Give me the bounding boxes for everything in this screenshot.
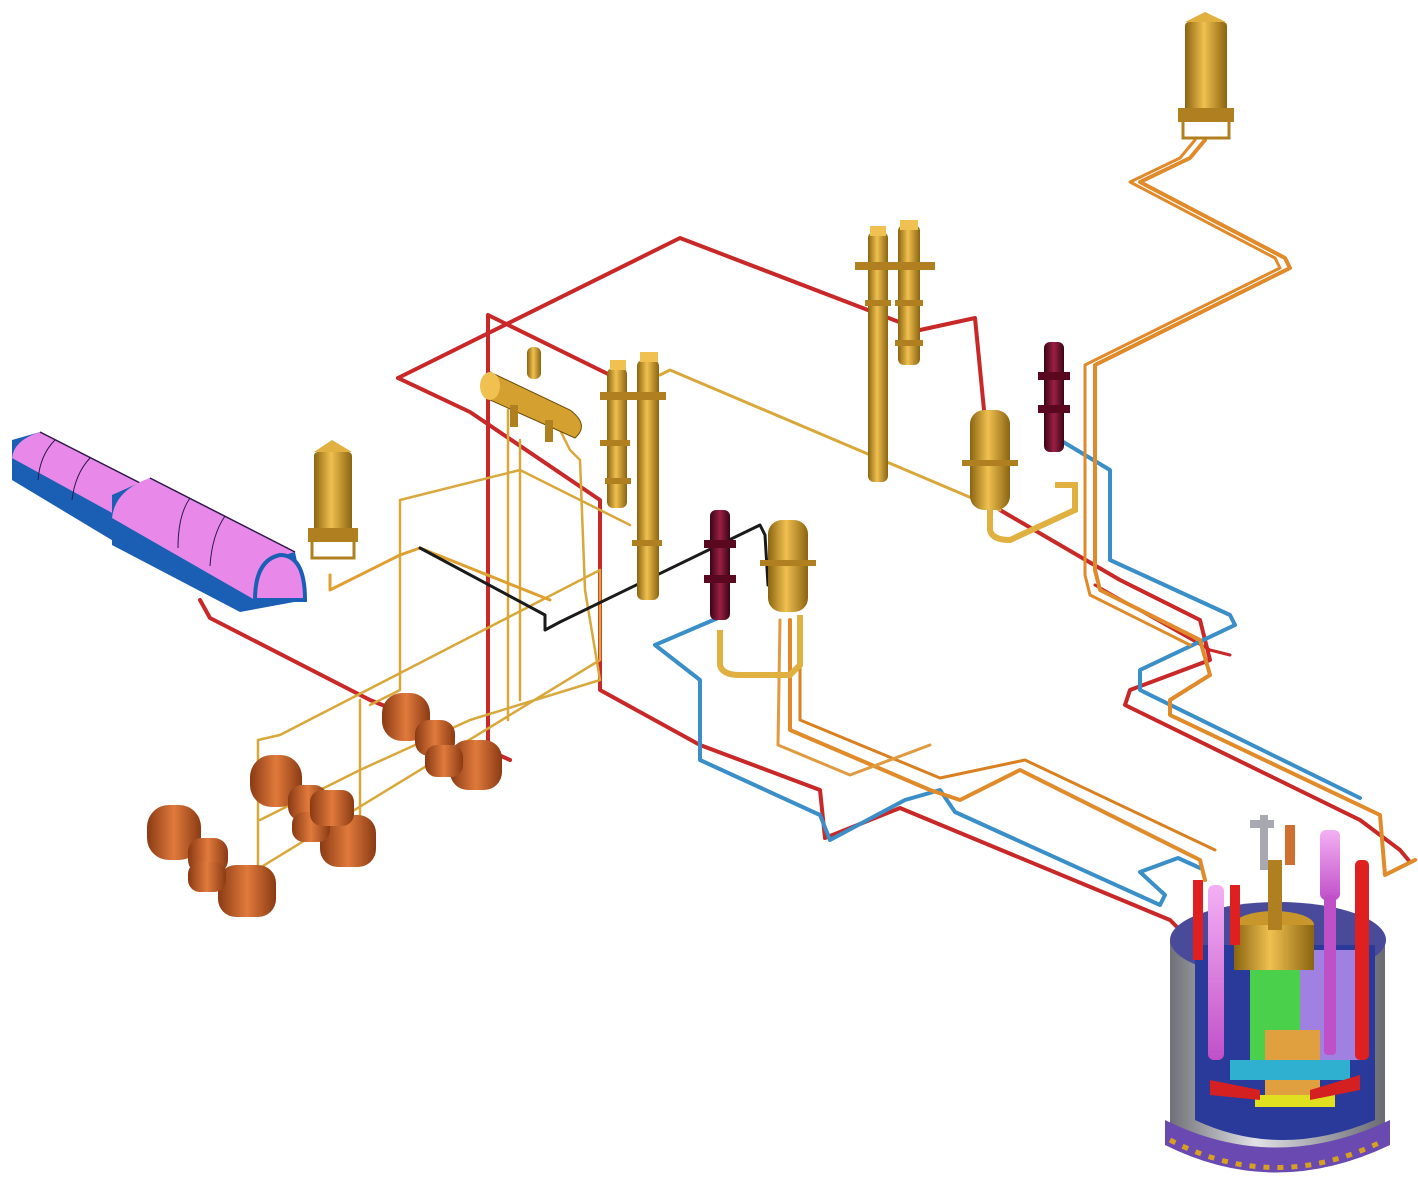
vertical-tank-icon[interactable] — [308, 440, 358, 560]
cold-leg-pipe-right — [1058, 438, 1362, 800]
piping-network — [198, 138, 1417, 937]
heater-icon[interactable] — [600, 352, 666, 600]
vertical-tank-icon[interactable] — [1178, 12, 1234, 140]
feedwater-pipe-lower-2 — [798, 618, 1217, 852]
hot-leg-pipe-left-drop — [396, 376, 1187, 937]
feedwater-pipe-lower — [788, 618, 1207, 882]
cold-leg-pipe-left — [653, 616, 1202, 907]
valve-stack-icon[interactable] — [704, 510, 736, 620]
steam-pipe-network-b — [258, 408, 602, 822]
drain-pipe-black — [418, 523, 770, 632]
steam-pipe-upper — [658, 368, 1002, 512]
feedwater-pipe-tall-2 — [1083, 138, 1282, 647]
steam-pipe-generator — [328, 546, 552, 602]
reactor-icon[interactable] — [1165, 815, 1390, 1173]
generator-icon[interactable] — [12, 431, 308, 612]
vertical-tank-icon[interactable] — [717, 520, 816, 678]
vertical-tank-icon[interactable] — [962, 410, 1078, 544]
feedwater-pipe-tall — [1093, 138, 1417, 877]
pump-icon[interactable] — [382, 693, 502, 790]
pump-icon[interactable] — [250, 755, 376, 867]
hot-leg-pipe-right — [998, 508, 1412, 864]
valve-stack-icon[interactable] — [1038, 342, 1070, 452]
heater-icon[interactable] — [855, 220, 935, 482]
feedwater-pipe-mid — [776, 618, 932, 777]
pump-icon[interactable] — [147, 805, 276, 917]
horizontal-tank-icon[interactable] — [480, 347, 582, 442]
